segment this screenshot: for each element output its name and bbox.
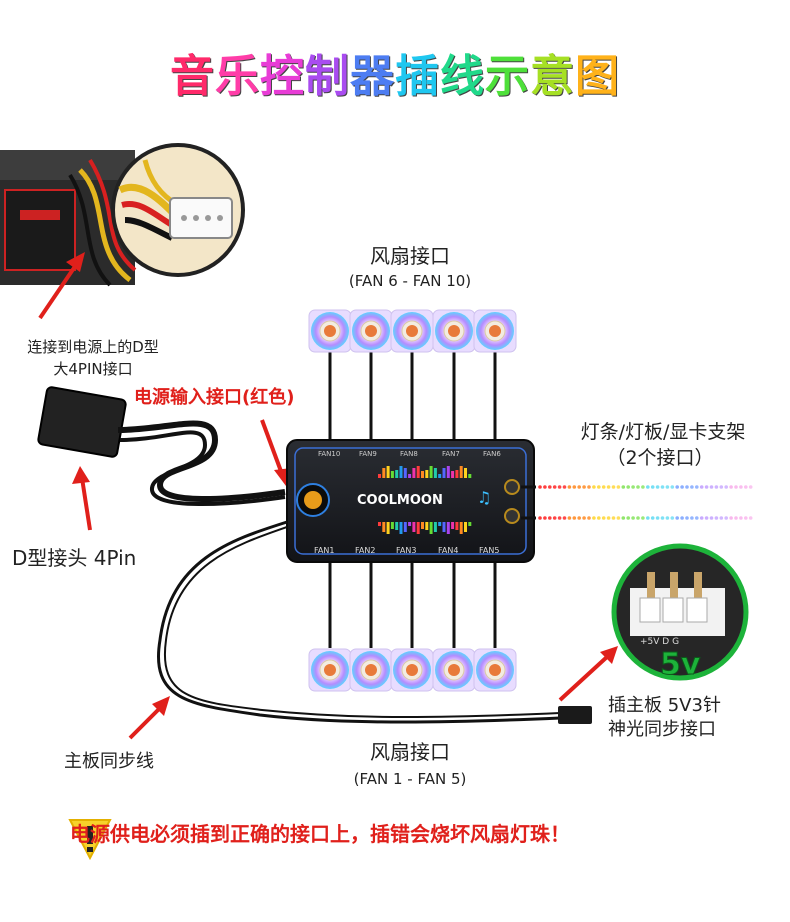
d-connector-arrow bbox=[72, 466, 90, 530]
top-fan-3 bbox=[391, 310, 433, 352]
fan-top-label: 风扇接口 bbox=[330, 244, 490, 268]
d-connector-label: D型接头 4Pin bbox=[12, 546, 136, 570]
fan-bottom-range: (FAN 1 - FAN 5) bbox=[320, 768, 500, 790]
svg-text:+5V D G: +5V D G bbox=[640, 637, 679, 647]
sync-arrow bbox=[130, 696, 170, 738]
motherboard-sync-label: 主板同步线 bbox=[64, 750, 154, 774]
light-strip-count: （2个接口） bbox=[560, 446, 760, 470]
port-label-top: FAN9 bbox=[359, 450, 377, 458]
header-arrow bbox=[560, 646, 618, 700]
light-strip-label: 灯条/灯板/显卡支架 bbox=[548, 420, 778, 444]
controller-hub: COOLMOON ♫ bbox=[287, 440, 534, 562]
svg-text:♫: ♫ bbox=[477, 488, 491, 507]
board-5v-label-2: 神光同步接口 bbox=[608, 718, 768, 742]
port-label-top: FAN8 bbox=[400, 450, 418, 458]
board-5v-label-1: 插主板 5V3针 bbox=[608, 694, 768, 718]
led-strip-2 bbox=[521, 516, 753, 520]
top-fan-1 bbox=[309, 310, 351, 352]
bottom-fan-3 bbox=[391, 649, 433, 691]
port-label-bottom: FAN2 bbox=[355, 546, 375, 555]
top-fan-row bbox=[309, 310, 516, 440]
port-label-bottom: FAN5 bbox=[479, 546, 499, 555]
bottom-fan-2 bbox=[350, 649, 392, 691]
top-fan-2 bbox=[350, 310, 392, 352]
fan-bottom-label: 风扇接口 bbox=[330, 740, 490, 764]
bottom-fan-1 bbox=[309, 649, 351, 691]
psu-connect-label-1: 连接到电源上的D型 bbox=[8, 336, 178, 358]
port-label-top: FAN6 bbox=[483, 450, 501, 458]
top-fan-4 bbox=[433, 310, 475, 352]
fan-top-range: (FAN 6 - FAN 10) bbox=[320, 270, 500, 292]
port-label-bottom: FAN1 bbox=[314, 546, 334, 555]
bottom-fan-5 bbox=[474, 649, 516, 691]
port-label-top: FAN7 bbox=[442, 450, 460, 458]
warning-text: 电源供电必须插到正确的接口上，插错会烧坏风扇灯珠！ bbox=[70, 818, 570, 847]
motherboard-header-inset: +5V D G 5v bbox=[614, 546, 746, 682]
bottom-fan-4 bbox=[433, 649, 475, 691]
brand-logo: COOLMOON bbox=[357, 493, 443, 508]
power-input-label: 电源输入接口(红色) bbox=[134, 386, 294, 410]
port-label-bottom: FAN3 bbox=[396, 546, 416, 555]
psu-connect-label-2: 大4PIN接口 bbox=[8, 358, 178, 380]
port-label-bottom: FAN4 bbox=[438, 546, 458, 555]
port-label-top: FAN10 bbox=[318, 450, 340, 458]
top-fan-5 bbox=[474, 310, 516, 352]
five-v-label: 5v bbox=[660, 647, 701, 682]
bottom-fan-row bbox=[309, 562, 516, 691]
psu-zoom-circle bbox=[113, 145, 243, 275]
led-strip-1 bbox=[521, 485, 753, 489]
